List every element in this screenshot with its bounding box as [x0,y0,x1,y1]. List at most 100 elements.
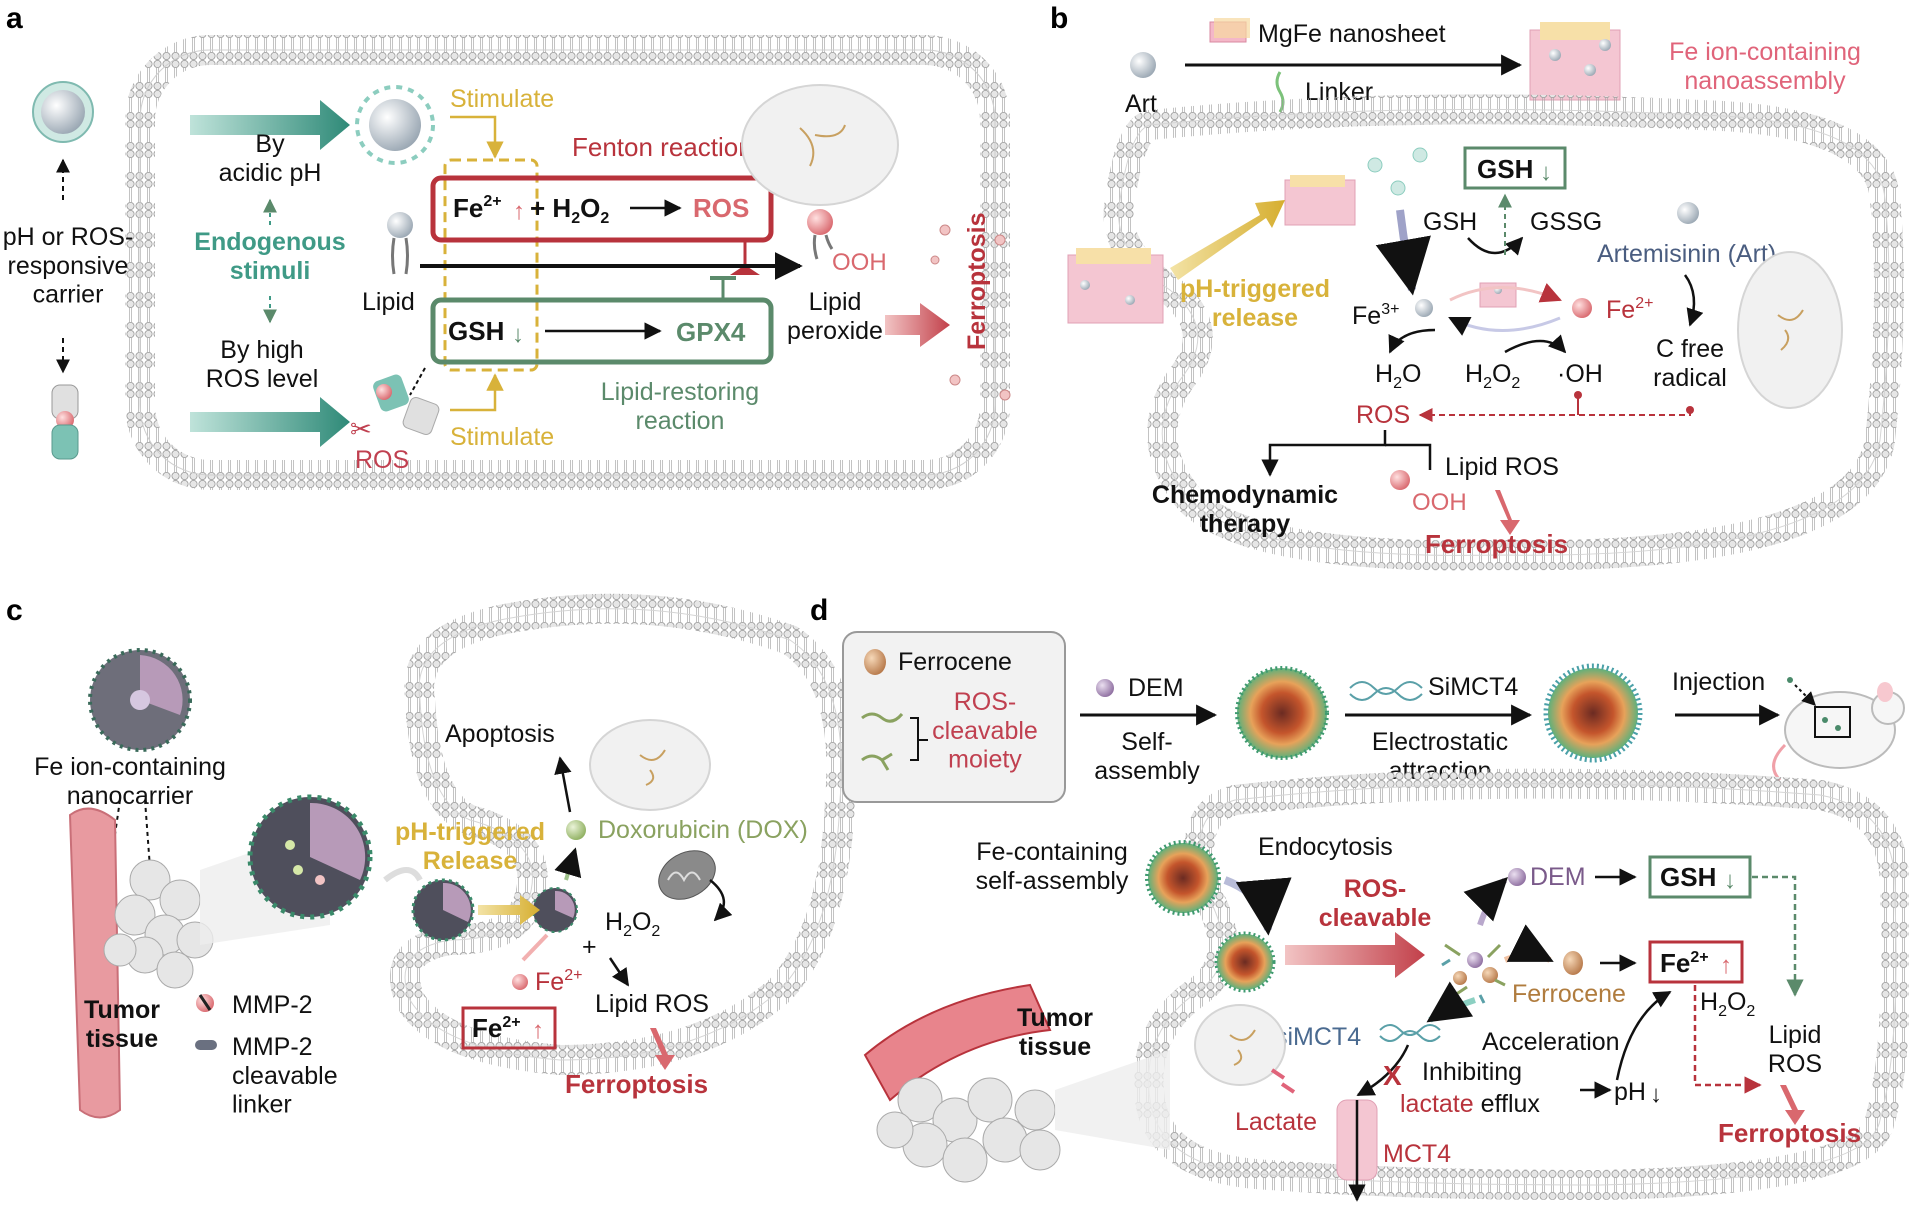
up-arrow-icon: ↑ [513,198,525,225]
svg-text:Fe2+: Fe2+ [1660,948,1709,978]
svg-text:H2O2: H2O2 [605,908,660,940]
ooh-label-a: OOH [832,249,887,276]
dna-icon [1349,681,1423,701]
nucleus-d [1194,1004,1286,1086]
injection-label: Injection [1672,668,1765,696]
scissors-icon: ✂ [350,414,372,444]
gpx4-label: GPX4 [676,317,746,347]
mouse-icon [1772,677,1905,782]
fe2-label-c: Fe [535,968,564,996]
plus-label-c: + [582,933,597,961]
cleaved-assembly-icon [1441,943,1506,1004]
blood-vessel-d [863,983,1052,1102]
lactate-icon [1270,1068,1296,1094]
dox-label: Doxorubicin (DOX) [598,816,808,844]
plus-h: + H [530,193,571,223]
fe-sup: 2+ [483,193,501,210]
ros-cleave-arrow [1285,932,1425,978]
ferroptosis-label-a: Ferroptosis [963,212,991,350]
ros-arrow [190,397,350,447]
h2o2-sub2-b: 2 [1511,375,1520,392]
h2o2-label-c: H [605,908,623,936]
h2o2-sub2-d: 2 [1746,1003,1755,1020]
fenton-box [430,175,774,243]
inside-nanosheet-icon [1284,175,1356,226]
micelle-3-icon [1145,840,1221,916]
fe-box-label-c: Fe [472,1013,502,1043]
ros-cleavable-label-d: ROS-cleavable [1319,875,1432,932]
down-arrow-icon-b: ↓ [1540,159,1552,186]
lactate-efflux-a: lactate [1400,1090,1474,1118]
capsule-icon [51,384,79,460]
fe-box-label-d: Fe [1660,948,1690,978]
endocytosis-label: Endocytosis [1258,833,1393,861]
svg-text:Fe2+: Fe2+ [472,1013,521,1043]
ferroptosis-label-c: Ferroptosis [565,1069,708,1099]
lipid-label: Lipid [362,288,415,316]
ferrocene-legend-label: Ferrocene [898,648,1012,676]
panel-a-letter: a [6,2,23,35]
ferroptosis-label-d: Ferroptosis [1718,1118,1861,1148]
cleaved-capsule-icon [373,367,440,435]
h2o2-sub-b: 2 [1483,375,1492,392]
up-arrow-icon-c: ↑ [532,1017,544,1044]
lactate-label: Lactate [1235,1108,1317,1136]
released-particles [1367,147,1428,196]
tumor-cluster-d [876,1077,1061,1183]
stimulate-top: Stimulate [450,85,554,113]
fe3-sup: 3+ [1381,301,1399,318]
up-arrow-icon-d: ↑ [1720,952,1732,979]
apoptosis-label: Apoptosis [445,720,555,748]
gsh-box [430,297,774,365]
gsh-box-label-b: GSH [1477,154,1533,184]
fe-box-d [1648,940,1744,984]
lipid-ros-label-b: Lipid ROS [1445,453,1559,481]
outside-nanosheet-icon [1067,248,1164,324]
panel-d-letter: d [810,594,828,627]
h2o2-label-d: H [1700,988,1718,1016]
panel-b: b Art MgFe nanosheet Linker Fe ion-conta… [1050,2,1904,571]
art-ball-icon [1130,52,1156,78]
h2o2-o-c: O [632,908,651,936]
h2o2-sub2-c: 2 [651,923,660,940]
nanoassembly-icon [1529,22,1621,101]
nanocarrier-mid-icon [411,878,475,942]
down-arrow-icon: ↓ [512,321,524,348]
h2o2-o: O [580,193,600,223]
svg-text:Fe2+: Fe2+ [453,193,502,223]
mmp2-linker-icon [195,1040,217,1050]
lactate-efflux-b: efflux [1474,1090,1541,1118]
nanocarrier-small-icon [532,887,578,933]
tumor-cluster-c [103,859,214,989]
mgfe-nanosheet-icon [1209,18,1250,43]
legend-box-d [842,631,1066,803]
gsh-box-b [1463,146,1567,190]
svg-text:+ H2O2: + H2O2 [530,193,609,227]
lipid-ros-label-c: Lipid ROS [595,990,709,1018]
dem-ball-icon [1096,679,1114,697]
lipid-icon [387,212,413,275]
broken-lipids-a [930,224,1011,401]
ferrocene-ball-d [1563,951,1583,975]
ooh-label-b: OOH [1412,489,1467,516]
ph-down-icon: ↓ [1650,1081,1662,1108]
blood-vessel-c [68,807,122,1119]
micelle-4-icon [1214,931,1276,993]
gsh-label-a: GSH [448,316,504,346]
ferroptosis-label-b: Ferroptosis [1425,529,1568,559]
h2o2-label-b: H [1465,360,1483,388]
acidic-arrow [190,100,350,150]
ros-label-b: ROS [1356,401,1410,429]
h2o-rest: O [1402,360,1421,388]
gsh-box-d [1648,855,1752,899]
